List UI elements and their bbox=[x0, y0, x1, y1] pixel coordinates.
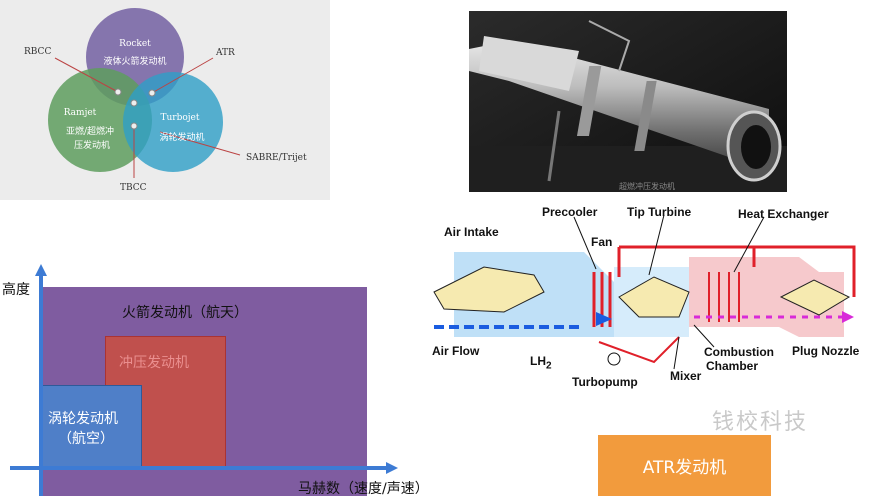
node-tbcc bbox=[130, 122, 138, 130]
altitude-mach-chart: 火箭发动机（航天） 冲压发动机 涡轮发动机 （航空） 高度 马赫数（速度/声速） bbox=[0, 262, 450, 497]
leader-tip-turbine bbox=[648, 214, 665, 276]
venn-diagram-panel: Rocket 液体火箭发动机 Ramjet 亚燃/超燃冲 压发动机 Turboj… bbox=[0, 0, 330, 200]
arrow-rbcc bbox=[54, 57, 119, 93]
venn-rocket-en: Rocket bbox=[119, 39, 151, 49]
leader-heat-exchanger bbox=[733, 216, 765, 273]
arrow-atr bbox=[151, 57, 214, 94]
fan-hub bbox=[618, 276, 690, 318]
leader-precooler bbox=[573, 216, 597, 270]
venn-turbojet-en: Turbojet bbox=[160, 113, 199, 123]
label-turbo-1: 涡轮发动机 bbox=[48, 411, 118, 427]
lh2-line bbox=[598, 336, 680, 364]
lh2-sub: 2 bbox=[546, 360, 552, 372]
photo-caption: 超燃冲压发动机 bbox=[619, 181, 675, 191]
leader-mixer bbox=[673, 336, 680, 370]
turbopump-symbol bbox=[607, 352, 621, 366]
y-axis-arrow bbox=[35, 264, 47, 276]
leader-combustion bbox=[693, 324, 715, 348]
venn-turbojet-cn: 涡轮发动机 bbox=[159, 131, 204, 143]
engine-inlet-wrap bbox=[479, 36, 579, 91]
venn-ramjet-cn-1: 亚燃/超燃冲 bbox=[66, 125, 114, 137]
venn-svg: Rocket 液体火箭发动机 Ramjet 亚燃/超燃冲 压发动机 Turboj… bbox=[24, 8, 307, 193]
sch-label-lh2: LH2 bbox=[530, 354, 552, 371]
engine-nozzle-exit bbox=[741, 125, 771, 169]
chart-axes bbox=[10, 264, 398, 496]
sch-label-air-flow: Air Flow bbox=[432, 344, 480, 358]
sch-label-precooler: Precooler bbox=[542, 205, 598, 219]
watermark: 钱校科技 bbox=[712, 410, 809, 435]
schematic-svg bbox=[433, 214, 856, 370]
engine-stand bbox=[547, 110, 561, 182]
engine-ring-1 bbox=[576, 66, 602, 136]
venn-label-sabre: SABRE/Trijet bbox=[246, 153, 307, 163]
heat-exchanger-coils bbox=[708, 272, 740, 322]
exhaust-arrowhead bbox=[842, 311, 854, 323]
node-center bbox=[130, 99, 138, 107]
sch-label-combustion-1: Combustion bbox=[704, 345, 774, 359]
x-axis-label: 马赫数（速度/声速） bbox=[298, 481, 429, 497]
node-atr bbox=[148, 89, 156, 97]
engine-photo: 超燃冲压发动机 bbox=[469, 11, 787, 192]
sch-label-air-intake: Air Intake bbox=[444, 225, 499, 239]
engine-pipe bbox=[588, 20, 631, 72]
sch-label-plug-nozzle: Plug Nozzle bbox=[792, 344, 860, 358]
intake-cone bbox=[433, 266, 545, 313]
label-turbo-2: （航空） bbox=[58, 431, 114, 447]
atr-engine-box: ATR发动机 bbox=[598, 435, 771, 496]
plug-nozzle-cone bbox=[779, 279, 851, 316]
venn-ramjet-en: Ramjet bbox=[64, 108, 97, 118]
venn-label-tbcc: TBCC bbox=[120, 183, 147, 193]
sch-label-mixer: Mixer bbox=[670, 369, 702, 383]
arrow-sabre bbox=[159, 131, 241, 156]
venn-rocket-cn: 液体火箭发动机 bbox=[103, 55, 166, 67]
venn-circle-turbojet bbox=[123, 72, 223, 172]
y-axis-label: 高度 bbox=[2, 282, 30, 298]
label-rocket: 火箭发动机（航天） bbox=[122, 305, 248, 321]
lh2-main: LH bbox=[530, 354, 546, 368]
venn-circle-ramjet bbox=[48, 68, 152, 172]
engine-schematic: Air Intake Precooler Tip Turbine Heat Ex… bbox=[424, 197, 882, 390]
node-rbcc bbox=[114, 88, 122, 96]
sch-label-tip-turbine: Tip Turbine bbox=[627, 205, 692, 219]
helium-loop bbox=[617, 245, 856, 297]
engine-ring-2 bbox=[634, 81, 657, 151]
venn-label-atr: ATR bbox=[215, 48, 235, 58]
x-axis-arrow bbox=[386, 462, 398, 474]
label-ramjet: 冲压发动机 bbox=[119, 355, 189, 371]
sch-label-combustion-2: Chamber bbox=[706, 359, 759, 373]
sch-label-heat-exchanger: Heat Exchanger bbox=[738, 207, 829, 221]
venn-ramjet-cn-2: 压发动机 bbox=[74, 139, 110, 151]
sch-label-fan: Fan bbox=[591, 235, 613, 249]
venn-label-rbcc: RBCC bbox=[24, 47, 51, 57]
engine-photo-svg: 超燃冲压发动机 bbox=[469, 11, 787, 192]
air-flow-arrowhead bbox=[596, 312, 612, 326]
sch-label-turbopump: Turbopump bbox=[572, 375, 638, 389]
